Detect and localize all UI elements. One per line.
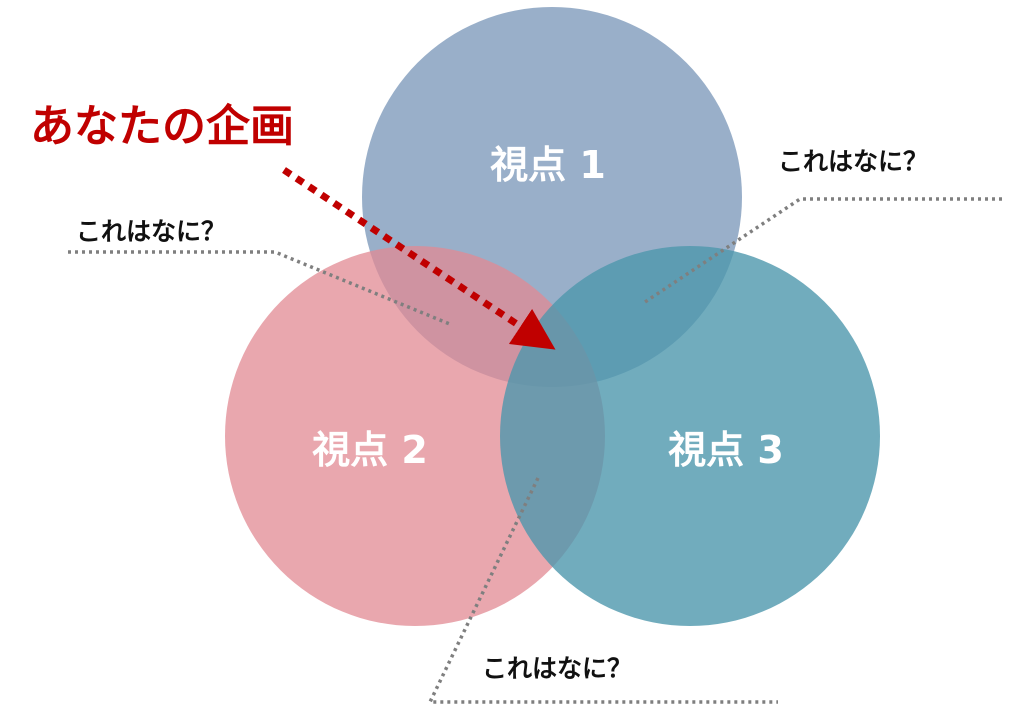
circle-label-2: 視点 2 bbox=[312, 428, 428, 472]
callout-text-bottom: これはなに？ bbox=[482, 654, 632, 683]
circle-label-1: 視点 1 bbox=[490, 143, 606, 187]
circle-viewpoint-3 bbox=[500, 246, 880, 626]
callout-text-right: これはなに？ bbox=[778, 147, 928, 176]
arrow-to-center bbox=[282, 167, 556, 350]
plan-title: あなたの企画 bbox=[30, 101, 294, 152]
callout-text-left: これはなに？ bbox=[76, 217, 226, 246]
circle-label-3: 視点 3 bbox=[668, 428, 784, 472]
